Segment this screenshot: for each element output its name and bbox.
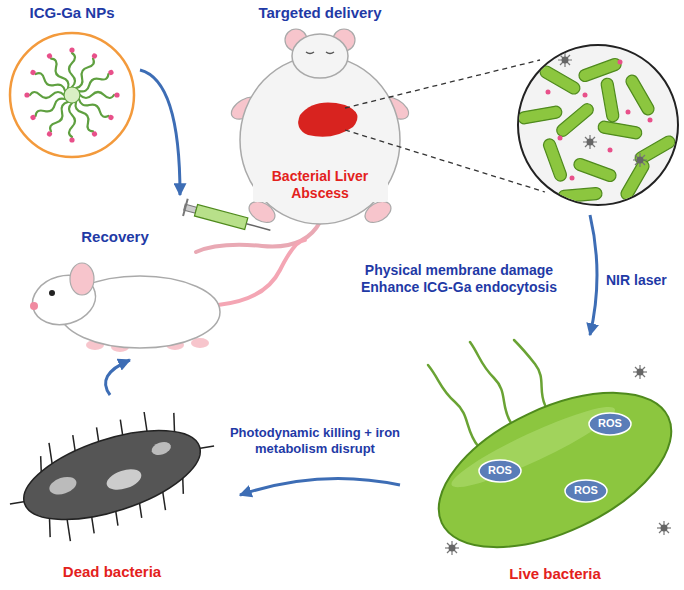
illustration-ellipse <box>70 263 94 295</box>
illustration-line <box>183 199 188 216</box>
illustration-circle <box>49 290 55 296</box>
illustration-line <box>345 60 540 108</box>
recovery-node: Recovery <box>10 222 315 360</box>
annotation-label: Physical membrane damage Enhance ICG-Ga … <box>345 262 573 296</box>
illustration-ellipse <box>416 361 684 579</box>
ros-label: ROS <box>488 464 512 477</box>
illustration-ellipse <box>292 34 348 78</box>
node-caption: Dead bacteria <box>63 563 161 581</box>
illustration-use <box>77 96 114 121</box>
illustration-path <box>514 340 545 405</box>
ros-ellipse-outline <box>565 480 607 502</box>
connector-arrow <box>106 360 130 395</box>
ros-ellipse: ROS <box>588 412 632 436</box>
illustration-circle <box>608 148 613 153</box>
illustration-use <box>597 120 642 139</box>
illustration-use <box>29 69 66 94</box>
illustration-use <box>558 187 603 203</box>
illustration-line <box>246 224 270 230</box>
illustration-ellipse <box>104 465 144 493</box>
illustration-use <box>600 77 619 122</box>
ros-ellipse-outline <box>589 413 631 435</box>
dead-bacteria-node: Dead bacteria <box>5 395 240 588</box>
illustration-use <box>80 92 120 98</box>
illustration-g <box>517 53 677 203</box>
illustration-use <box>554 101 595 138</box>
illustration-path <box>428 365 478 446</box>
nanoparticle-node: ICG-Ga NPs <box>8 2 140 162</box>
connector-arrow <box>140 70 180 195</box>
illustration-use <box>69 103 75 143</box>
illustration-use <box>538 64 582 96</box>
ros-ellipse-outline <box>479 460 521 482</box>
illustration-path <box>470 342 511 423</box>
ros-ellipse: ROS <box>564 479 608 503</box>
illustration-use <box>542 137 568 182</box>
illustration-circle <box>618 60 623 65</box>
nanoparticle-illustration <box>10 33 134 157</box>
illustration-use <box>577 57 622 83</box>
illustration-ellipse <box>13 412 210 537</box>
illustration-circle <box>30 302 38 310</box>
illustration-use <box>46 52 71 89</box>
illustration-use <box>633 153 647 167</box>
illustration-use <box>69 47 75 87</box>
illustration-use <box>73 100 98 137</box>
illustration-circle <box>558 136 563 141</box>
illustration-circle <box>648 118 653 123</box>
illustration-use <box>46 100 71 137</box>
illustration-g <box>24 47 119 142</box>
ros-label: ROS <box>574 484 598 497</box>
connector-arrow <box>590 215 597 335</box>
illustration-use <box>73 52 98 89</box>
edge-label: NIR laser <box>606 272 667 289</box>
illustration-g <box>0 395 228 556</box>
illustration-path <box>218 240 305 305</box>
illustration-use <box>633 365 647 379</box>
ros-ellipse: ROS <box>478 459 522 483</box>
illustration-use <box>657 521 671 535</box>
illustration-use <box>445 541 459 555</box>
illustration-path <box>306 52 334 54</box>
illustration-ellipse <box>47 474 79 498</box>
live-bacteria-node: Live bacteria ROS ROS ROS <box>400 335 680 588</box>
syringe-icon <box>182 198 273 238</box>
node-heading: ICG-Ga NPs <box>29 4 114 22</box>
live-bacterium-illustration <box>416 340 684 579</box>
illustration-use <box>583 135 597 149</box>
connector-arrow <box>240 478 400 495</box>
illustration-circle <box>583 93 588 98</box>
organ-label: Bacterial Liver Abscess <box>253 168 388 202</box>
illustration-use <box>624 73 656 117</box>
illustration-path <box>196 222 320 252</box>
illustration-ellipse <box>240 56 400 224</box>
illustration-circle <box>626 110 631 115</box>
recovered-mouse-illustration <box>27 240 305 352</box>
illustration-use <box>633 134 677 166</box>
illustration-circle <box>10 33 134 157</box>
illustration-circle <box>64 87 80 103</box>
illustration-ellipse <box>150 440 173 458</box>
illustration-use <box>517 105 562 124</box>
illustration-circle <box>570 176 575 181</box>
illustration-rect <box>194 204 247 229</box>
illustration-use <box>558 53 572 67</box>
illustration-use <box>29 96 66 121</box>
node-caption: Live bacteria <box>509 565 601 583</box>
zoom-circle <box>517 45 678 205</box>
illustration-circle <box>518 45 678 205</box>
dead-bacterium-illustration <box>0 395 228 556</box>
illustration-circle <box>546 90 551 95</box>
illustration-use <box>572 157 617 183</box>
mouse-node: Targeted deliveryBacterial Liver Abscess <box>180 0 680 215</box>
node-heading: Targeted delivery <box>258 4 381 22</box>
illustration-use <box>24 92 64 98</box>
node-heading: Recovery <box>81 228 149 246</box>
ros-label: ROS <box>598 417 622 430</box>
illustration-use <box>77 69 114 94</box>
edge-label: Photodynamic killing + iron metabolism d… <box>215 425 415 456</box>
illustration-g <box>416 361 684 579</box>
